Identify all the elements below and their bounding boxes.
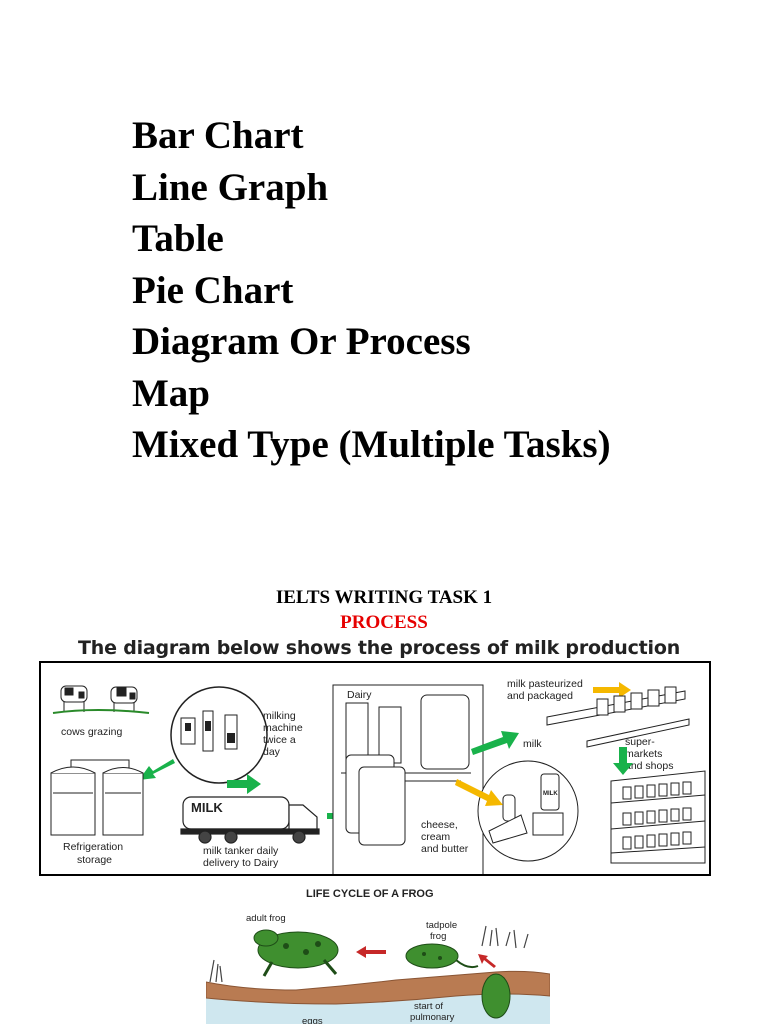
task-type-item: Pie Chart xyxy=(132,268,294,312)
arrow-up-icon xyxy=(478,954,496,968)
task-type-item: Table xyxy=(132,217,224,260)
task-type-item: Bar Chart xyxy=(132,114,304,157)
milk-process-diagram: cows grazing milking machine twice a day xyxy=(39,661,711,876)
arrow-to-milk-icon xyxy=(471,731,519,755)
diagram-caption: The diagram below shows the process of m… xyxy=(78,637,681,659)
task-type-item: Line Graph xyxy=(132,165,329,209)
milk-tanker-illustration xyxy=(180,796,320,844)
supermarket-label: and shops xyxy=(625,760,673,772)
frog-label: pulmonary xyxy=(410,1012,455,1023)
milking-label: milking xyxy=(263,710,296,722)
frog-label: start of xyxy=(414,1001,443,1012)
shop-shelves-illustration xyxy=(610,770,706,864)
frog-label: adult frog xyxy=(246,913,286,924)
frog-chart-title: LIFE CYCLE OF A FROG xyxy=(306,888,434,900)
arrow-to-pack-icon xyxy=(593,682,631,698)
frog-label: frog xyxy=(430,931,446,942)
frog-label: tadpole xyxy=(426,920,457,931)
packaging-line-illustration xyxy=(546,686,690,748)
cheese-illustration xyxy=(477,760,579,862)
adult-frog-illustration xyxy=(253,929,339,977)
frog-label: eggs xyxy=(302,1016,323,1024)
milking-label: day xyxy=(263,746,281,758)
task-type-item: Diagram Or Process xyxy=(132,320,471,363)
milk-label: milk xyxy=(523,738,542,750)
tanker-sign: MILK xyxy=(191,800,223,815)
task-type-item: Map xyxy=(132,371,210,415)
milking-label: twice a xyxy=(263,734,296,746)
milking-label: machine xyxy=(263,722,303,734)
jug-label: MILK xyxy=(543,791,558,797)
refrigeration-tanks-illustration xyxy=(50,759,144,836)
frog-life-cycle-diagram: LIFE CYCLE OF A FROG adult frog tadpole … xyxy=(206,886,550,1024)
cows-illustration xyxy=(52,685,150,714)
milking-illustration xyxy=(170,686,268,784)
arrow-down-icon xyxy=(613,747,633,775)
fridge-label: storage xyxy=(77,854,112,866)
task-type-list: Bar Chart Line Graph Table Pie Chart Dia… xyxy=(132,110,611,471)
cheese-label: cheese, xyxy=(421,819,458,831)
fridge-label: Refrigeration xyxy=(63,841,123,853)
section-title: IELTS WRITING TASK 1 xyxy=(275,587,493,608)
tadpole-frog-illustration xyxy=(405,943,479,969)
cheese-label: and butter xyxy=(421,843,469,855)
task-type-item: Mixed Type (Multiple Tasks) xyxy=(132,423,611,466)
arrow-to-fridge-icon xyxy=(139,759,175,780)
dairy-illustration xyxy=(332,684,484,874)
tanker-label: delivery to Dairy xyxy=(203,857,279,869)
cheese-label: cream xyxy=(421,831,450,843)
pasteurized-label: and packaged xyxy=(507,690,573,702)
supermarket-label: super- xyxy=(625,736,655,748)
arrow-right-icon xyxy=(227,774,261,794)
arrow-left-icon xyxy=(356,946,386,958)
supermarket-label: markets xyxy=(625,748,662,760)
froglet-illustration xyxy=(481,973,511,1019)
arrow-to-cheese-icon xyxy=(455,779,503,806)
cows-label: cows grazing xyxy=(61,726,122,738)
grass-icon xyxy=(209,925,529,983)
dairy-label: Dairy xyxy=(347,689,372,701)
section-subtitle: PROCESS xyxy=(340,612,428,633)
pasteurized-label: milk pasteurized xyxy=(507,678,583,690)
tanker-label: milk tanker daily xyxy=(203,845,279,857)
